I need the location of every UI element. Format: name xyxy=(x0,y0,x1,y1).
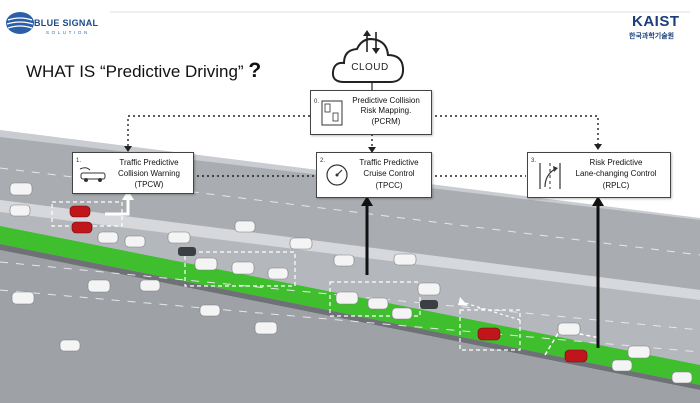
rplc-arrowhead xyxy=(592,196,604,206)
car xyxy=(9,204,31,217)
connector-arrowhead xyxy=(594,144,602,150)
connector-pcrm-tpcw xyxy=(127,115,310,150)
logo-subtitle: SOLUTION xyxy=(46,30,90,35)
car xyxy=(611,359,633,372)
risk-map-icon xyxy=(321,100,343,126)
car xyxy=(671,371,693,384)
lane-marking xyxy=(0,261,700,331)
car xyxy=(557,322,581,336)
car xyxy=(234,220,256,233)
box-number: 3. xyxy=(531,158,537,164)
cars-dark xyxy=(178,247,438,309)
institution-logo: KAIST xyxy=(632,13,680,30)
tpcc-line3: (TPCC) xyxy=(375,181,403,190)
blue-signal-logo-icon xyxy=(6,12,34,34)
red-car xyxy=(69,205,91,218)
pcrm-line3: (PCRM) xyxy=(371,117,401,126)
box-number: 2. xyxy=(320,158,326,164)
institution-subtitle: 한국과학기술원 xyxy=(629,33,675,40)
tpcc-zone-1 xyxy=(184,251,296,287)
curb xyxy=(0,244,700,390)
car xyxy=(97,231,119,244)
car xyxy=(167,231,191,244)
connector-arrowhead xyxy=(368,147,376,153)
cloud-label: CLOUD xyxy=(351,62,389,73)
rplc-line3: (RPLC) xyxy=(602,181,630,190)
car xyxy=(11,291,35,305)
tpcw-box: 1. Traffic Predictive Collision Warning … xyxy=(72,152,194,194)
cars-red xyxy=(69,205,588,363)
car xyxy=(194,257,218,271)
red-car xyxy=(564,349,588,363)
car xyxy=(335,291,359,305)
tpcc-zone-2 xyxy=(329,281,421,317)
tpcw-line2: Collision Warning xyxy=(118,169,180,178)
car xyxy=(199,304,221,317)
car xyxy=(333,254,355,267)
title-question-mark: ? xyxy=(248,59,262,82)
red-car xyxy=(477,327,501,341)
dark-car xyxy=(420,300,438,309)
green-lane xyxy=(0,226,700,385)
car xyxy=(87,279,111,293)
cars-upper xyxy=(9,182,693,384)
rplc-dashed-arrowhead xyxy=(458,297,468,306)
car xyxy=(391,307,413,320)
dark-car xyxy=(178,247,196,256)
rplc-line1: Risk Predictive xyxy=(589,158,643,167)
cloud-icon xyxy=(331,30,405,83)
connector-pcrm-rplc xyxy=(430,115,599,148)
box-number: 0. xyxy=(314,99,320,105)
car xyxy=(139,279,161,292)
collision-warning-icon xyxy=(79,167,106,182)
car xyxy=(124,235,146,248)
car xyxy=(289,237,313,250)
tpcw-arrow xyxy=(105,198,130,216)
median xyxy=(0,200,700,300)
car xyxy=(9,182,33,196)
tpcw-line1: Traffic Predictive xyxy=(119,158,179,167)
connector-arrowhead xyxy=(124,146,132,152)
pcrm-line2: Risk Mapping. xyxy=(360,106,412,115)
pcrm-line1: Predictive Collision xyxy=(352,96,420,105)
car xyxy=(393,253,417,266)
car xyxy=(417,282,441,296)
tpcc-arrowhead xyxy=(361,196,373,206)
car xyxy=(59,339,81,352)
car xyxy=(267,267,289,280)
tpcw-line3: (TPCW) xyxy=(134,180,164,189)
car xyxy=(231,261,255,275)
pcrm-box: 0. Predictive Collision Risk Mapping. (P… xyxy=(310,90,432,135)
page-title: WHAT IS “Predictive Driving” ? xyxy=(26,59,261,83)
rplc-zone xyxy=(459,309,521,351)
title-text: WHAT IS “Predictive Driving” xyxy=(26,62,244,81)
rplc-box: 3. Risk Predictive Lane-changing Control… xyxy=(527,152,671,198)
lane-marking xyxy=(0,289,700,353)
logo-name: BLUE SIGNAL xyxy=(34,18,99,28)
red-car xyxy=(71,221,93,234)
tpcc-line2: Cruise Control xyxy=(363,169,415,178)
lane-change-icon xyxy=(539,163,561,189)
rplc-line2: Lane-changing Control xyxy=(575,169,657,178)
tpcc-box: 2. Traffic Predictive Cruise Control (TP… xyxy=(316,152,432,198)
tpcc-line1: Traffic Predictive xyxy=(359,158,419,167)
tpcw-arrowhead xyxy=(122,190,134,200)
car xyxy=(367,297,389,310)
speedometer-icon xyxy=(326,164,348,186)
car xyxy=(254,321,278,335)
rplc-dashed-arrow xyxy=(461,301,521,321)
box-number: 1. xyxy=(76,158,82,164)
car xyxy=(627,345,651,359)
road-bottom xyxy=(0,250,700,403)
